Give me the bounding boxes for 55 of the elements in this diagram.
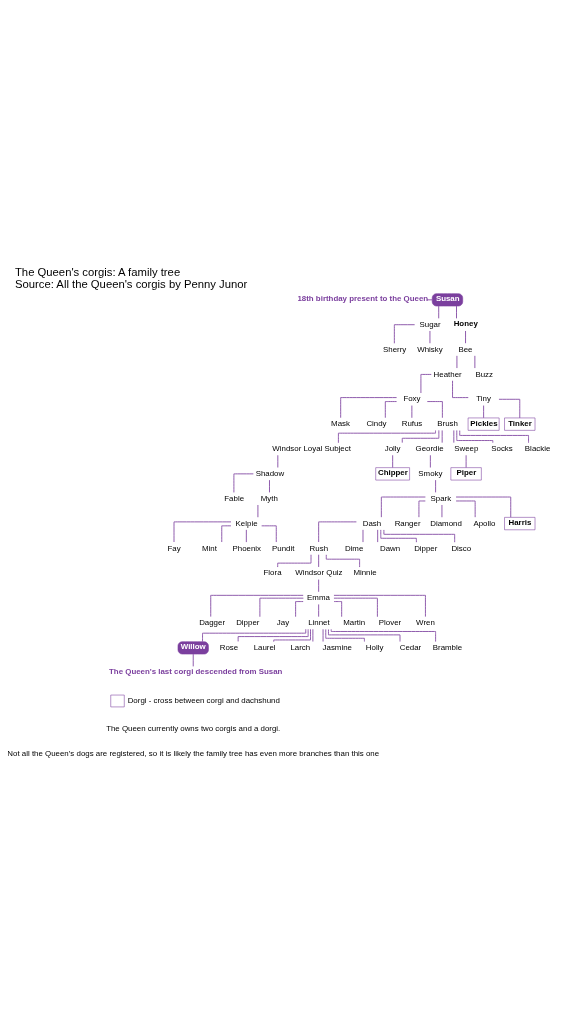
- connector: [393, 324, 416, 344]
- connector: [340, 397, 398, 419]
- connector: [318, 579, 320, 593]
- connector: [233, 473, 254, 493]
- connector: [420, 374, 432, 394]
- connector: [474, 355, 476, 369]
- connector: [455, 500, 476, 518]
- connector: [435, 479, 437, 493]
- connector: [202, 628, 307, 642]
- caption: Source: All the Queen's corgis by Penny Junor: [14, 277, 248, 290]
- connector: [277, 554, 312, 568]
- connector: [392, 454, 394, 468]
- diagram-title: The Queen's corgis: A family tree: [14, 265, 181, 278]
- connector: [325, 628, 365, 642]
- connector: [328, 629, 401, 642]
- connector: [401, 429, 440, 444]
- connector: [318, 604, 320, 618]
- connector: [380, 496, 426, 518]
- connector: [456, 305, 457, 319]
- connector: [261, 525, 277, 543]
- connector: [277, 454, 279, 468]
- connector: [411, 405, 413, 419]
- connector: [318, 521, 357, 543]
- connector: [318, 554, 320, 568]
- connector: [380, 529, 417, 543]
- connector: [483, 405, 485, 419]
- connector: [384, 401, 397, 419]
- connector: [295, 601, 304, 618]
- connector: [273, 628, 311, 643]
- connector: [333, 594, 426, 618]
- connector: [192, 653, 194, 667]
- connector: [221, 525, 232, 543]
- connector: [453, 430, 455, 444]
- connector: [245, 529, 247, 543]
- connector: [441, 430, 443, 444]
- connector: [259, 597, 304, 618]
- connector: [465, 454, 467, 468]
- connector: [237, 628, 309, 642]
- connector: [173, 521, 232, 543]
- connector: [456, 430, 494, 444]
- connector: [426, 299, 433, 301]
- connector: [210, 594, 304, 618]
- connector: [333, 597, 378, 618]
- connector: [452, 380, 469, 398]
- connector: [322, 628, 324, 642]
- connector: [455, 496, 512, 518]
- connector: [418, 500, 426, 518]
- connector: [426, 401, 443, 419]
- connector: [465, 330, 466, 344]
- connector: [429, 454, 431, 468]
- connector: [498, 398, 521, 419]
- connector: [333, 601, 343, 618]
- connector: [438, 305, 440, 319]
- connector: [269, 479, 270, 493]
- connector: [377, 529, 379, 543]
